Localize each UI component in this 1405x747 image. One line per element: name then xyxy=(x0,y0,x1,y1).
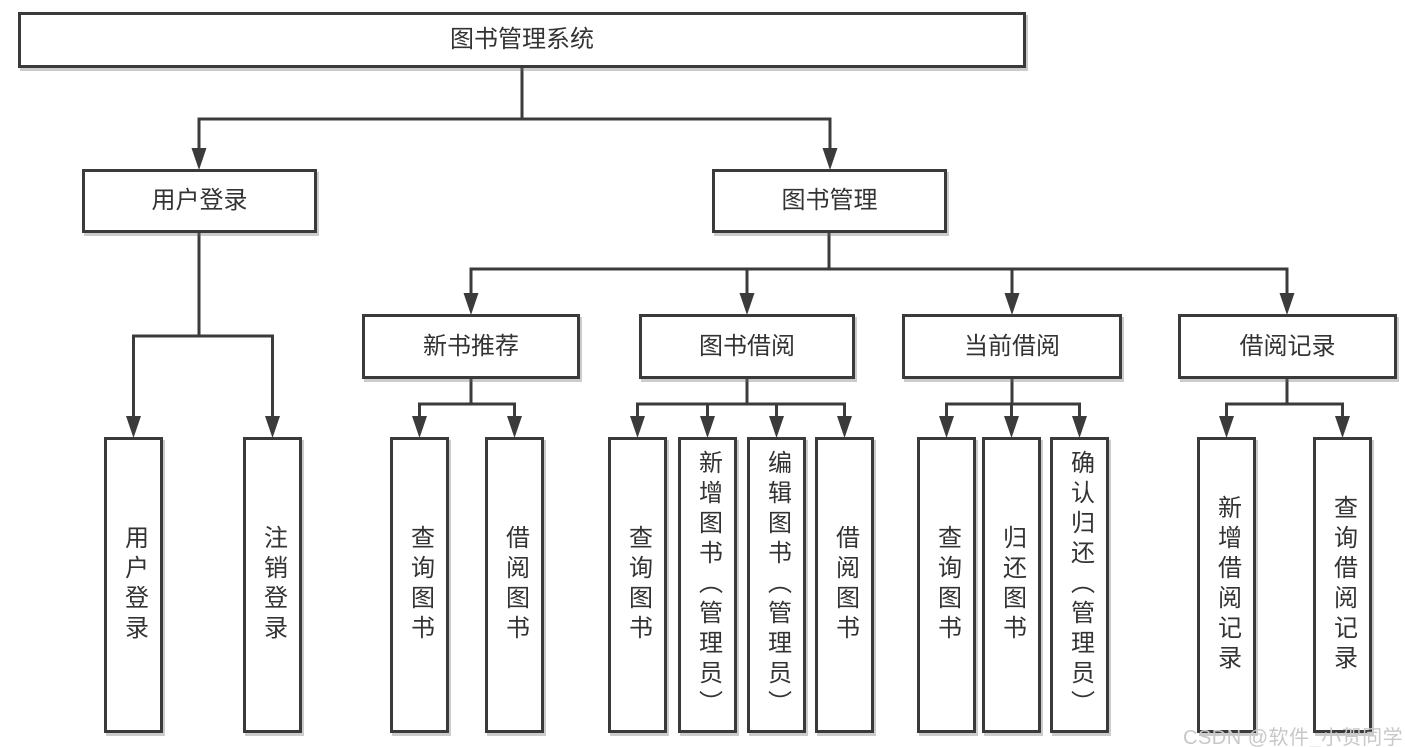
leaf-query-books-current: 查询图书 xyxy=(917,437,976,733)
leaf-query-books-borrowing: 查询图书 xyxy=(608,437,667,733)
leaf-user-login: 用户登录 xyxy=(104,437,163,733)
leaf-confirm-return-admin: 确认归还（管理员） xyxy=(1050,437,1109,733)
node-library-management-system: 图书管理系统 xyxy=(18,12,1026,68)
node-book-management: 图书管理 xyxy=(712,169,947,233)
node-borrowing-records: 借阅记录 xyxy=(1178,314,1397,379)
node-user-login: 用户登录 xyxy=(82,169,317,233)
leaf-query-books-recommend: 查询图书 xyxy=(390,437,449,733)
node-book-borrowing: 图书借阅 xyxy=(639,314,855,379)
node-new-book-recommendation: 新书推荐 xyxy=(362,314,580,379)
leaf-borrow-books-recommend: 借阅图书 xyxy=(485,437,544,733)
leaf-edit-books-admin: 编辑图书（管理员） xyxy=(747,437,806,733)
node-current-borrowing: 当前借阅 xyxy=(902,314,1122,379)
leaf-return-books: 归还图书 xyxy=(982,437,1041,733)
leaf-add-borrow-record: 新增借阅记录 xyxy=(1197,437,1256,733)
leaf-add-books-admin: 新增图书（管理员） xyxy=(678,437,737,733)
leaf-logout: 注销登录 xyxy=(243,437,302,733)
leaf-query-borrow-record: 查询借阅记录 xyxy=(1313,437,1372,733)
leaf-borrow-books-borrowing: 借阅图书 xyxy=(815,437,874,733)
csdn-watermark: CSDN @软件_小贺同学 xyxy=(1183,727,1404,747)
